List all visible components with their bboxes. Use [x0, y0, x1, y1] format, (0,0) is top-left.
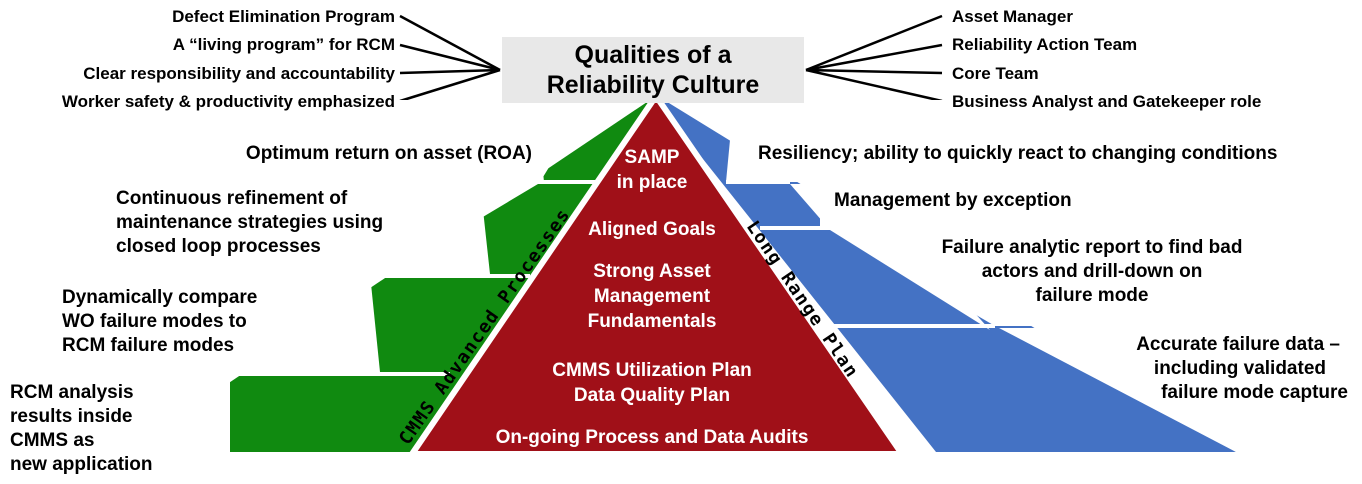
connector-lines: [399, 14, 943, 103]
center-red-pyramid: [406, 90, 908, 457]
top-right-item: Business Analyst and Gatekeeper role: [952, 92, 1261, 111]
center-item-line: Aligned Goals: [588, 219, 716, 240]
left-item-rcm-analysis: RCM analysis results inside CMMS as new …: [10, 382, 153, 475]
left-edge-cuts: [0, 100, 590, 452]
left-item-line: RCM analysis: [10, 382, 134, 403]
top-left-item: Worker safety & productivity emphasized: [62, 92, 395, 111]
left-item-line: Dynamically compare: [62, 287, 257, 308]
left-item-line: results inside: [10, 406, 133, 427]
left-item-line: maintenance strategies using: [116, 212, 383, 233]
connector-line: [399, 43, 501, 72]
connector-line: [805, 43, 943, 72]
left-item-roa: Optimum return on asset (ROA): [246, 143, 532, 164]
connector-line: [399, 14, 501, 72]
top-left-item: Defect Elimination Program: [172, 7, 395, 26]
right-item-failure-analytic: Failure analytic report to find bad acto…: [942, 237, 1243, 306]
center-item-line: Management: [594, 286, 711, 307]
left-item-line: CMMS as: [10, 430, 94, 451]
right-step: [830, 230, 990, 330]
left-item-line: Continuous refinement of: [116, 188, 348, 209]
left-item-compare: Dynamically compare WO failure modes to …: [62, 287, 257, 356]
left-item-line: RCM failure modes: [62, 335, 234, 356]
center-item-line: CMMS Utilization Plan: [552, 360, 752, 381]
center-item-line: in place: [617, 172, 688, 193]
top-right-item: Core Team: [952, 64, 1039, 83]
connector-line: [805, 68, 943, 75]
connector-line: [805, 68, 943, 103]
top-left-item: Clear responsibility and accountability: [83, 64, 395, 83]
title-line-2: Reliability Culture: [547, 71, 760, 99]
right-item-line: failure mode: [1036, 285, 1149, 306]
center-item-line: Strong Asset: [593, 261, 711, 282]
right-item-line: including validated: [1154, 358, 1326, 379]
left-item-line: new application: [10, 454, 153, 475]
right-item-line: failure mode capture: [1161, 382, 1348, 403]
connector-line: [805, 14, 943, 72]
right-item-line: actors and drill-down on: [982, 261, 1203, 282]
top-left-item: A “living program” for RCM: [173, 35, 395, 54]
connector-line: [399, 68, 501, 103]
center-item-line: Fundamentals: [588, 311, 717, 332]
right-edge-cuts: [736, 100, 1362, 452]
left-item-refinement: Continuous refinement of maintenance str…: [116, 188, 383, 257]
right-item-resiliency: Resiliency; ability to quickly react to …: [758, 143, 1277, 164]
center-item-line: Data Quality Plan: [574, 385, 730, 406]
title-line-1: Qualities of a: [575, 41, 733, 69]
center-item-line: SAMP: [625, 147, 680, 168]
right-step: [726, 140, 800, 182]
connector-line: [399, 68, 501, 75]
right-item-management: Management by exception: [834, 190, 1072, 211]
title-box: [502, 37, 804, 103]
right-item-line: Failure analytic report to find bad: [942, 237, 1243, 258]
left-item-line: closed loop processes: [116, 236, 321, 257]
center-item-line: On-going Process and Data Audits: [496, 427, 809, 448]
top-right-item: Asset Manager: [952, 7, 1073, 26]
right-item-line: Accurate failure data –: [1136, 334, 1340, 355]
left-item-line: WO failure modes to: [62, 311, 247, 332]
right-item-failure-data: Accurate failure data – including valida…: [1136, 334, 1348, 403]
top-right-item: Reliability Action Team: [952, 35, 1137, 54]
